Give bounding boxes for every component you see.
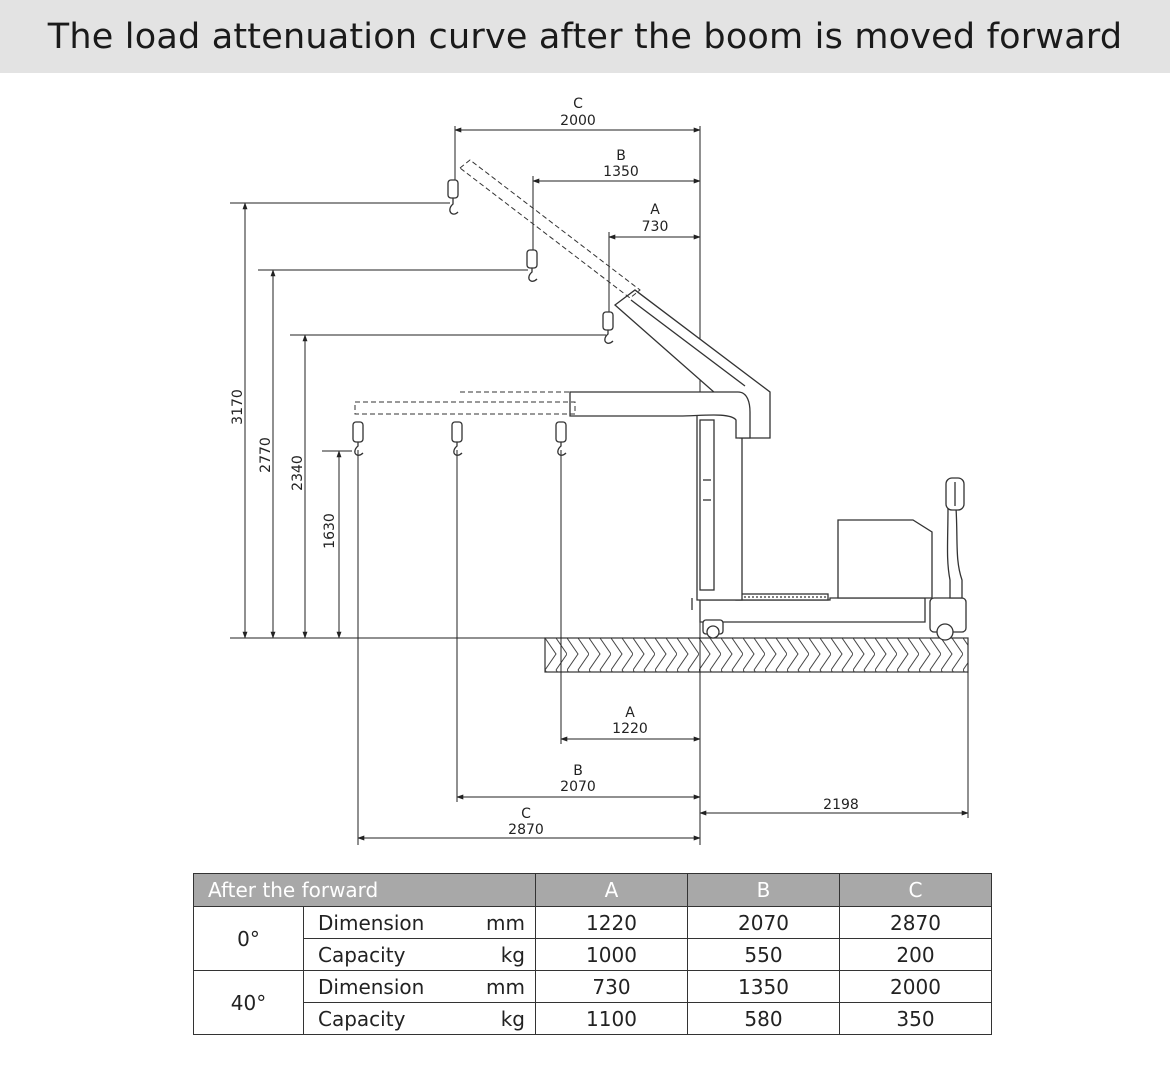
dim-bottom-b-letter: B bbox=[573, 763, 583, 779]
dim-bottom-a-value: 1220 bbox=[612, 721, 648, 737]
height-dimension-lines bbox=[242, 202, 342, 639]
param-cell: Dimension bbox=[303, 970, 474, 1003]
crane-diagram: C 2000 B 1350 A 730 A 1220 B 2070 C 2870… bbox=[230, 96, 969, 845]
dim-top-b-letter: B bbox=[616, 148, 626, 164]
param-cell: Capacity bbox=[303, 938, 474, 971]
dim-top-c-value: 2000 bbox=[560, 113, 596, 129]
table-row: Capacity kg 1000 550 200 bbox=[194, 938, 992, 971]
unit-cell: kg bbox=[473, 1002, 536, 1035]
unit-cell: kg bbox=[473, 938, 536, 971]
reference-lines bbox=[230, 126, 969, 845]
title-bar: The load attenuation curve after the boo… bbox=[0, 0, 1170, 73]
value-cell: 550 bbox=[687, 938, 840, 971]
boom-extensions bbox=[354, 159, 641, 415]
dim-bottom-b-value: 2070 bbox=[560, 779, 596, 795]
param-cell: Capacity bbox=[303, 1002, 474, 1035]
capacity-table: After the forward A B C 0° Dimension mm … bbox=[193, 873, 992, 1035]
dim-bottom-c-letter: C bbox=[521, 806, 531, 822]
table-header-b: B bbox=[687, 873, 840, 907]
page-title: The load attenuation curve after the boo… bbox=[47, 16, 1123, 57]
table-header-title: After the forward bbox=[193, 873, 536, 907]
hook-40-c bbox=[447, 179, 459, 215]
table-header-c: C bbox=[839, 873, 992, 907]
crane-body bbox=[569, 289, 967, 641]
hook-0-c bbox=[352, 421, 364, 456]
hook-0-b bbox=[451, 421, 463, 456]
dim-bottom-a-letter: A bbox=[625, 705, 635, 721]
value-cell: 1350 bbox=[687, 970, 840, 1003]
value-cell: 1220 bbox=[535, 906, 688, 939]
param-cell: Dimension bbox=[303, 906, 474, 939]
bottom-dimension-lines bbox=[357, 736, 969, 841]
ground-slab bbox=[544, 637, 969, 673]
height-label-2770: 2770 bbox=[258, 437, 274, 473]
horizontal-hooks bbox=[352, 421, 567, 456]
raised-hooks bbox=[447, 179, 614, 344]
table-row: Capacity kg 1100 580 350 bbox=[194, 1002, 992, 1035]
hook-40-a bbox=[602, 311, 614, 344]
unit-cell: mm bbox=[473, 970, 536, 1003]
value-cell: 1100 bbox=[535, 1002, 688, 1035]
table-row: 0° Dimension mm 1220 2070 2870 bbox=[193, 906, 992, 971]
value-cell: 200 bbox=[839, 938, 992, 971]
unit-cell: mm bbox=[473, 906, 536, 939]
value-cell: 580 bbox=[687, 1002, 840, 1035]
hook-40-b bbox=[526, 249, 538, 282]
table-row: 40° Dimension mm 730 1350 2000 bbox=[193, 970, 992, 1035]
value-cell: 2870 bbox=[839, 906, 992, 939]
dim-top-b-value: 1350 bbox=[603, 164, 639, 180]
dim-top-a-letter: A bbox=[650, 202, 660, 218]
height-label-3170: 3170 bbox=[230, 389, 246, 425]
hook-0-a bbox=[555, 421, 567, 456]
height-label-1630: 1630 bbox=[322, 513, 338, 549]
value-cell: 1000 bbox=[535, 938, 688, 971]
table-header-a: A bbox=[535, 873, 688, 907]
dim-bottom-c-value: 2870 bbox=[508, 822, 544, 838]
angle-cell: 40° bbox=[193, 970, 304, 1035]
top-dimension-lines bbox=[454, 127, 701, 240]
dim-rear-value: 2198 bbox=[823, 797, 859, 813]
value-cell: 2000 bbox=[839, 970, 992, 1003]
angle-cell: 0° bbox=[193, 906, 304, 971]
dim-top-c-letter: C bbox=[573, 96, 583, 112]
table-header-row: After the forward A B C bbox=[193, 873, 992, 907]
dim-top-a-value: 730 bbox=[642, 219, 669, 235]
height-label-2340: 2340 bbox=[290, 455, 306, 491]
value-cell: 2070 bbox=[687, 906, 840, 939]
value-cell: 730 bbox=[535, 970, 688, 1003]
value-cell: 350 bbox=[839, 1002, 992, 1035]
